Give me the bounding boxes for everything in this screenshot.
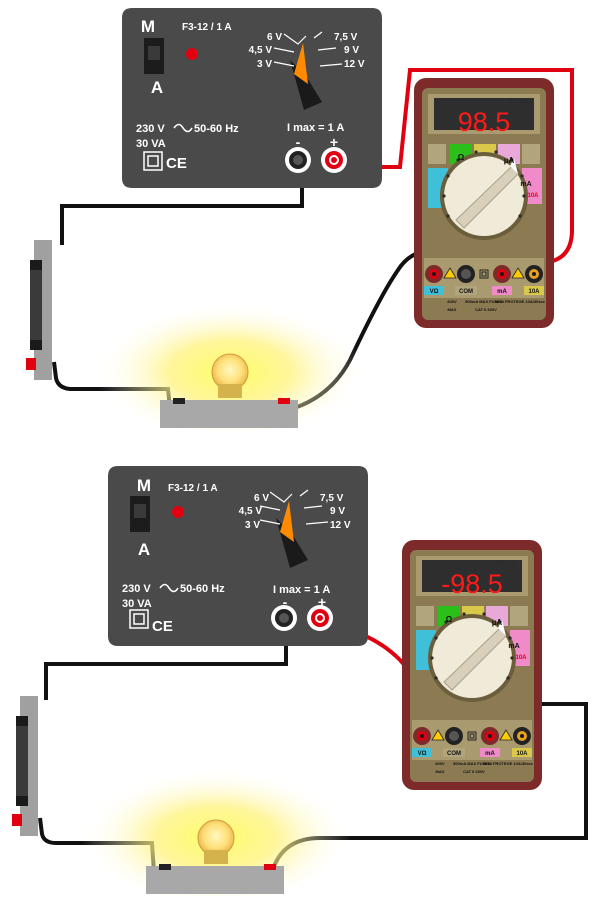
jack-v-omega-label-2: VΩ: [418, 751, 427, 757]
minus-label: -: [296, 134, 301, 150]
omega-range-label-2: Ω: [446, 615, 453, 624]
jack-ma-label-2: mA: [485, 751, 495, 757]
bottom-panel: M A F3-12 / 1 A 6 V 4,5 V 3 V 7,5 V 9 V …: [12, 466, 588, 896]
meter-note-600v: 600V: [447, 299, 457, 304]
meter-model-label: CL 4A: [508, 98, 528, 105]
mode-m-label-2: M: [137, 476, 151, 495]
lamp-2: [80, 767, 352, 896]
voltage-7-5v-label: 7,5 V: [334, 32, 358, 43]
voltage-9v-label-2: 9 V: [330, 506, 345, 517]
minus-label-2: -: [283, 594, 288, 610]
ten-amp-range-label: 10A: [527, 193, 539, 199]
voltage-6v-label: 6 V: [267, 32, 282, 43]
meter-note-10a: NON FROTEGE 10A/30sec: [495, 299, 546, 304]
mains-label: 230 V: [136, 123, 165, 135]
fuse-label-2: F3-12 / 1 A: [168, 483, 218, 494]
resistor: [26, 240, 52, 380]
voltage-12v-label-2: 12 V: [330, 520, 351, 531]
freq-label: 50-60 Hz: [194, 123, 239, 135]
resistor-2: [12, 696, 38, 836]
wire-resistor-to-lamp: [52, 361, 172, 409]
ce-label-2: CE: [152, 618, 173, 635]
lamp: [94, 301, 366, 430]
top-panel: M A F3-12 / 1 A 6 V 4,5 V 3 V 7,5 V 9 V …: [26, 8, 574, 430]
imax-label: I max = 1 A: [287, 122, 344, 134]
jack-10a-label-2: 10A: [516, 751, 528, 757]
lcd-reading-2: -98.5: [441, 569, 503, 599]
jack-v-omega-label: VΩ: [430, 289, 439, 295]
jack-com-label: COM: [459, 289, 473, 295]
wire-resistor-to-lamp-2: [38, 817, 156, 873]
plus-label: +: [330, 134, 338, 150]
milli-amp-range-label: mA: [520, 181, 531, 188]
ten-amp-range-label-2: 10A: [515, 655, 527, 661]
meter-model-label-2: CL 4A: [496, 560, 516, 567]
meter-note-fused-2: 500mA MAX FUSED: [453, 761, 491, 766]
wire-supply-to-resistor: [60, 175, 304, 245]
mains-label-2: 230 V: [122, 583, 151, 595]
ac-symbol-2: [159, 583, 179, 593]
voltage-4-5v-label-2: 4,5 V: [239, 506, 263, 517]
lcd-reading: 98.5: [458, 107, 511, 137]
micro-amp-range-label-2: µA: [492, 618, 503, 627]
voltage-12v-label: 12 V: [344, 59, 365, 70]
mode-a-label-2: A: [138, 540, 150, 559]
ce-label: CE: [166, 155, 187, 172]
voltage-3v-label: 3 V: [257, 59, 272, 70]
meter-cat-label: CAT II 600V: [475, 307, 497, 312]
jack-10a-label: 10A: [528, 289, 540, 295]
ac-symbol: [173, 123, 193, 133]
meter-max-label: MAX: [448, 307, 457, 312]
mode-m-label: M: [141, 17, 155, 36]
imax-label-2: I max = 1 A: [273, 584, 330, 596]
jack-com-label-2: COM: [447, 751, 461, 757]
voltage-7-5v-label-2: 7,5 V: [320, 493, 344, 504]
plus-label-2: +: [318, 594, 326, 610]
meter-note-10a-2: NON FROTEGE 10A/30sec: [483, 761, 534, 766]
power-label: 30 VA: [136, 138, 166, 150]
meter-note-600v-2: 600V: [435, 761, 445, 766]
power-label-2: 30 VA: [122, 598, 152, 610]
meter-max-label-2: MAX: [436, 769, 445, 774]
micro-amp-range-label: µA: [504, 156, 515, 165]
milli-amp-range-label-2: mA: [508, 643, 519, 650]
meter-cat-label-2: CAT II 600V: [463, 769, 485, 774]
meter-note-fused: 500mA MAX FUSED: [465, 299, 503, 304]
mode-a-label: A: [151, 78, 163, 97]
voltage-3v-label-2: 3 V: [245, 520, 260, 531]
voltage-9v-label: 9 V: [344, 45, 359, 56]
omega-range-label: Ω: [458, 153, 465, 162]
voltage-6v-label-2: 6 V: [254, 493, 269, 504]
wire-supply-to-resistor-2: [44, 637, 288, 700]
freq-label-2: 50-60 Hz: [180, 583, 225, 595]
voltage-4-5v-label: 4,5 V: [249, 45, 273, 56]
fuse-label: F3-12 / 1 A: [182, 22, 232, 33]
jack-ma-label: mA: [497, 289, 507, 295]
